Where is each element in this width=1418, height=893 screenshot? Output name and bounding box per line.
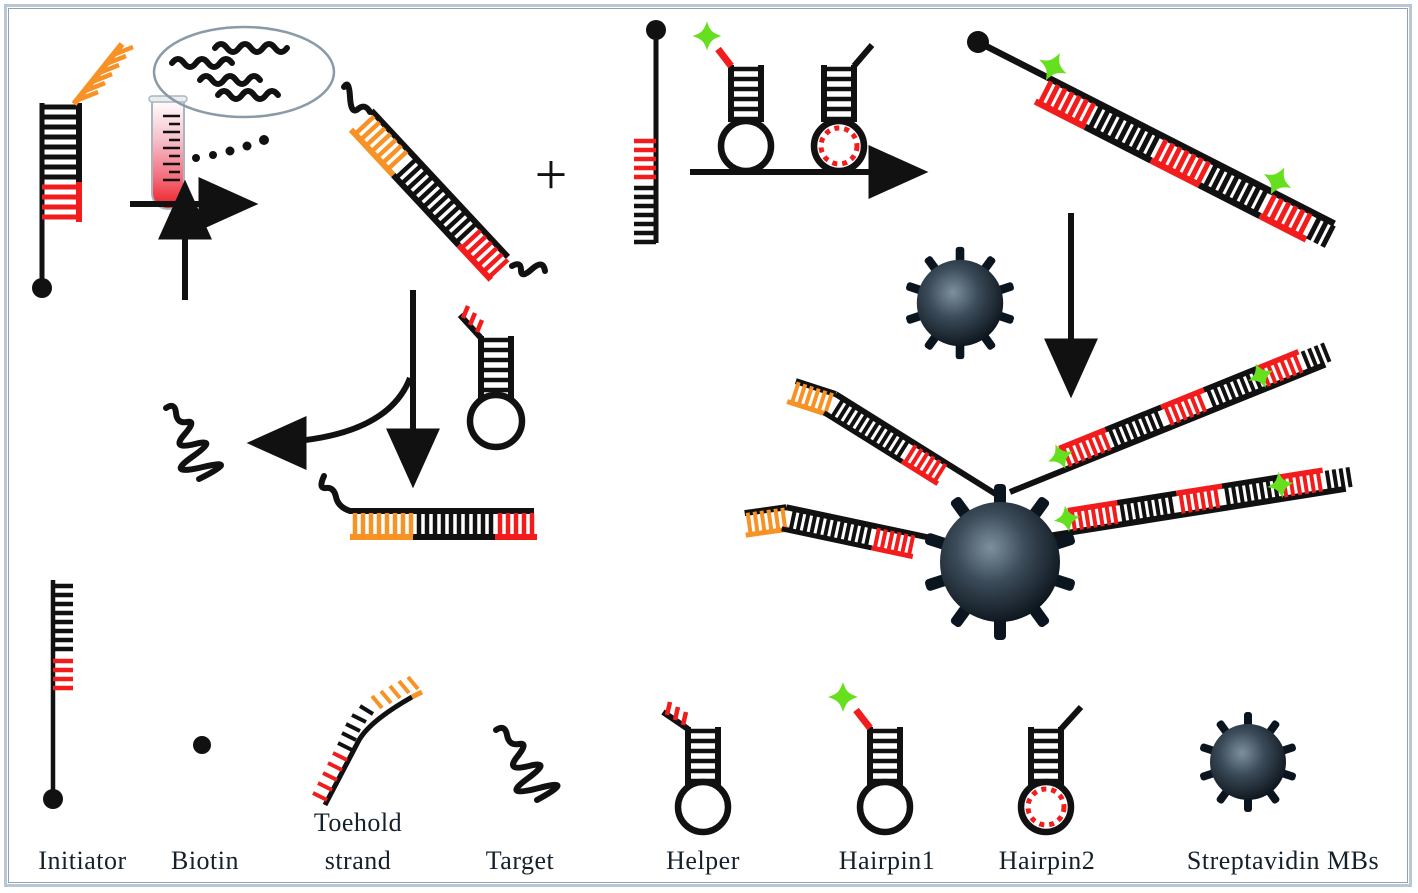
fluorophore-star-icon: [692, 21, 722, 51]
legend-toehold-icon: [312, 675, 424, 807]
hcr-polymer-chain: [967, 31, 1336, 248]
dot-trail: [192, 135, 269, 162]
legend-label-toehold-line1: Toehold: [313, 808, 403, 837]
legend-label-initiator: Initiator: [38, 846, 127, 875]
biotin-dot-icon: [32, 278, 52, 298]
figure-border: [4, 4, 1412, 887]
legend-label-toehold-line2: strand: [324, 846, 392, 875]
target-bound-toehold-strand: [348, 108, 511, 282]
toehold-product-duplex: [318, 473, 537, 540]
bead-with-hcr-arms-assembly: [744, 342, 1353, 640]
legend-target-icon: [493, 724, 561, 803]
released-target-strand: [163, 402, 224, 482]
fluorophore-star-icon: [828, 682, 858, 712]
inverted-initiator: [634, 20, 666, 245]
legend-label-streptavidin-mbs: Streptavidin MBs: [1186, 846, 1380, 875]
legend-biotin-icon: [193, 736, 211, 754]
legend-initiator-icon: [43, 580, 73, 809]
legend-label-target: Target: [485, 846, 555, 875]
streptavidin-bead-icon: [923, 484, 1077, 640]
legend-helper-icon: [661, 701, 732, 836]
legend-label-hairpin1: Hairpin1: [838, 846, 936, 875]
plus-sign: +: [535, 142, 568, 207]
legend-label-biotin: Biotin: [170, 846, 239, 875]
legend-streptavidin-icon: [1199, 712, 1297, 812]
legend-label-hairpin2: Hairpin2: [998, 846, 1096, 875]
target-pool-ellipse: [152, 25, 336, 119]
free-streptavidin-bead: [905, 246, 1015, 360]
target-wavy-ends: [341, 81, 548, 278]
orange-toehold-arm: [71, 42, 134, 106]
hairpin1-top: [692, 21, 775, 175]
arrow-curved-release: [246, 376, 413, 470]
legend-label-helper: Helper: [666, 846, 740, 875]
legend-hairpin1-icon: [828, 682, 914, 836]
hairpin2-top: [810, 43, 875, 175]
legend-hairpin2-icon: [1017, 704, 1084, 836]
helper-hairpin-middle: [457, 305, 526, 451]
sample-tube: [148, 95, 188, 210]
initiator-toehold-complex: [32, 42, 134, 298]
